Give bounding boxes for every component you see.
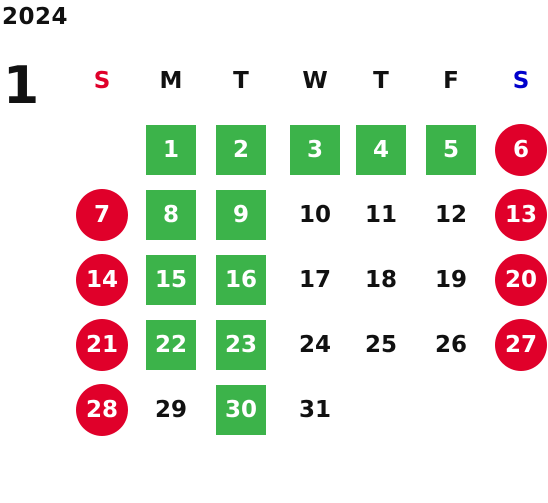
calendar-year: 2024 [2,4,69,30]
day-cell: 6 [495,124,547,176]
day-cell: 18 [364,267,397,293]
day-cell: 29 [154,397,187,423]
day-cell: 14 [76,254,128,306]
day-cell: 25 [364,332,397,358]
day-cell: 31 [298,397,331,423]
day-cell: 7 [76,189,128,241]
day-cell: 21 [76,319,128,371]
day-cell: 15 [146,255,196,305]
day-cell: 3 [290,125,340,175]
day-cell: 24 [298,332,331,358]
day-cell: 16 [216,255,266,305]
weekday-label: T [373,68,389,94]
day-cell: 8 [146,190,196,240]
day-cell: 11 [364,202,397,228]
weekday-label: S [512,68,530,94]
day-cell: 13 [495,189,547,241]
day-cell: 19 [434,267,467,293]
day-cell: 10 [298,202,331,228]
day-cell: 23 [216,320,266,370]
weekday-label: F [443,68,459,94]
day-cell: 4 [356,125,406,175]
day-cell: 2 [216,125,266,175]
weekday-label: S [93,68,111,94]
day-cell: 28 [76,384,128,436]
day-cell: 22 [146,320,196,370]
day-cell: 5 [426,125,476,175]
weekday-label: M [159,68,183,94]
weekday-label: T [233,68,249,94]
day-cell: 9 [216,190,266,240]
day-cell: 17 [298,267,331,293]
day-cell: 20 [495,254,547,306]
day-cell: 12 [434,202,467,228]
day-cell: 26 [434,332,467,358]
day-cell: 1 [146,125,196,175]
weekday-label: W [302,68,328,94]
day-cell: 27 [495,319,547,371]
calendar-month: 1 [3,56,40,116]
day-cell: 30 [216,385,266,435]
